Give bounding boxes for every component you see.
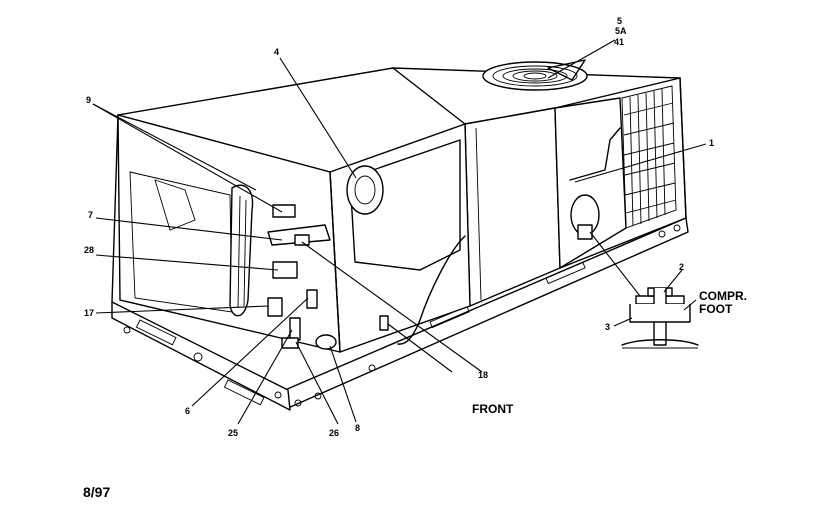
callout-4: 4 bbox=[274, 47, 279, 57]
base-hole-2 bbox=[193, 352, 203, 362]
panel-edge bbox=[475, 127, 482, 301]
callout-1: 1 bbox=[709, 138, 714, 148]
callout-5: 5 bbox=[617, 16, 622, 26]
control-components bbox=[267, 204, 389, 350]
base-slot-left-2 bbox=[223, 379, 265, 406]
base-hole-3 bbox=[274, 391, 282, 399]
callout-8: 8 bbox=[355, 423, 360, 433]
base-slot-left bbox=[135, 319, 177, 346]
base-hole-5 bbox=[314, 392, 322, 400]
filter bbox=[154, 179, 196, 231]
callout-18: 18 bbox=[478, 370, 488, 380]
condenser-coil-grille bbox=[621, 85, 677, 229]
callout-26: 26 bbox=[329, 428, 339, 438]
edge-right bbox=[679, 77, 687, 219]
front-access-panel-center bbox=[464, 107, 561, 307]
leader-lines bbox=[92, 39, 707, 425]
callout-17: 17 bbox=[84, 308, 94, 318]
edge-mid bbox=[329, 171, 341, 353]
callout-9: 9 bbox=[86, 95, 91, 105]
compressor bbox=[569, 127, 621, 240]
callout-3: 3 bbox=[605, 322, 610, 332]
callout-6: 6 bbox=[185, 406, 190, 416]
callout-labels: 5 5A 41 4 9 1 7 28 17 6 25 26 8 18 2 3 bbox=[84, 16, 714, 438]
front-label: FRONT bbox=[472, 402, 514, 416]
date-code: 8/97 bbox=[83, 484, 110, 500]
callout-5a: 5A bbox=[615, 26, 627, 36]
edge-left bbox=[111, 114, 119, 303]
top-seam bbox=[392, 67, 466, 125]
callout-2: 2 bbox=[679, 262, 684, 272]
condenser-fan bbox=[482, 59, 588, 91]
callout-41: 41 bbox=[614, 37, 624, 47]
compressor-foot-detail bbox=[621, 287, 699, 349]
compr-foot-label-line1: COMPR. bbox=[699, 289, 747, 303]
base-hole bbox=[123, 326, 131, 334]
compr-foot-label-line2: FOOT bbox=[699, 302, 733, 316]
callout-28: 28 bbox=[84, 245, 94, 255]
evaporator-coil bbox=[229, 184, 254, 317]
base-hole-4 bbox=[294, 399, 302, 407]
rooftop-unit-drawing bbox=[111, 59, 689, 411]
callout-25: 25 bbox=[228, 428, 238, 438]
callout-7: 7 bbox=[88, 210, 93, 220]
